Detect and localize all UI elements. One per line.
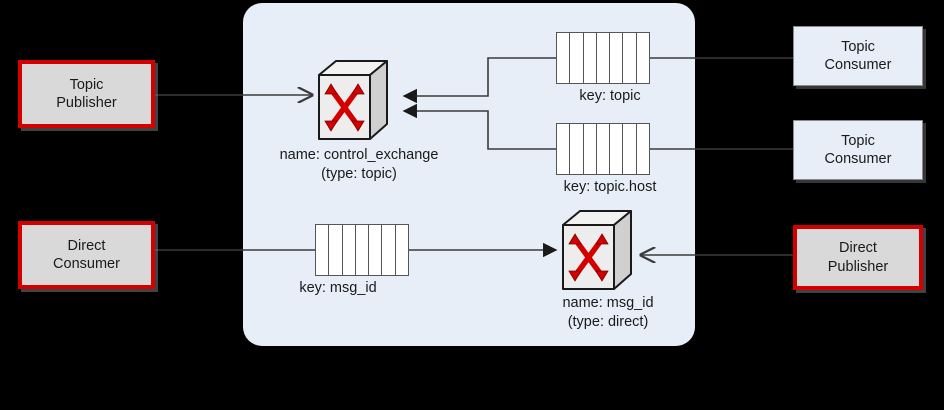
exchange-icon-msg-id-exchange[interactable] xyxy=(560,208,634,292)
queue-segment xyxy=(557,33,571,83)
caption-control-exchange: name: control_exchange (type: topic) xyxy=(279,147,439,182)
queue-msg-id[interactable] xyxy=(315,224,409,276)
caption-msg-id-exchange: name: msg_id (type: direct) xyxy=(562,295,654,330)
queue-segment xyxy=(623,33,637,83)
queue-segment xyxy=(637,124,649,174)
queue-segment xyxy=(597,124,611,174)
queue-segment xyxy=(584,124,597,174)
queue-segment xyxy=(610,124,624,174)
caption-queue-topic-host: key: topic.host xyxy=(563,179,657,195)
queue-segment xyxy=(382,225,396,275)
node-direct-consumer[interactable]: Direct Consumer xyxy=(18,221,155,289)
queue-segment xyxy=(610,33,624,83)
queue-segment xyxy=(637,33,649,83)
exchange-icon-control-exchange[interactable] xyxy=(316,58,390,142)
node-direct-publisher[interactable]: Direct Publisher xyxy=(793,225,923,290)
queue-segment xyxy=(316,225,330,275)
queue-topic[interactable] xyxy=(556,32,650,84)
queue-segment xyxy=(570,33,584,83)
queue-topic-host[interactable] xyxy=(556,123,650,175)
node-topic-publisher[interactable]: Topic Publisher xyxy=(18,60,155,128)
queue-segment xyxy=(369,225,383,275)
queue-segment xyxy=(356,225,370,275)
queue-segment xyxy=(343,225,356,275)
queue-segment xyxy=(329,225,343,275)
caption-queue-msg-id: key: msg_id xyxy=(299,280,377,296)
node-topic-consumer-1[interactable]: Topic Consumer xyxy=(793,26,923,86)
queue-segment xyxy=(557,124,571,174)
caption-queue-topic: key: topic xyxy=(579,88,641,104)
queue-segment xyxy=(396,225,408,275)
queue-segment xyxy=(597,33,611,83)
queue-segment xyxy=(570,124,584,174)
queue-segment xyxy=(623,124,637,174)
queue-segment xyxy=(584,33,597,83)
node-topic-consumer-2[interactable]: Topic Consumer xyxy=(793,120,923,180)
